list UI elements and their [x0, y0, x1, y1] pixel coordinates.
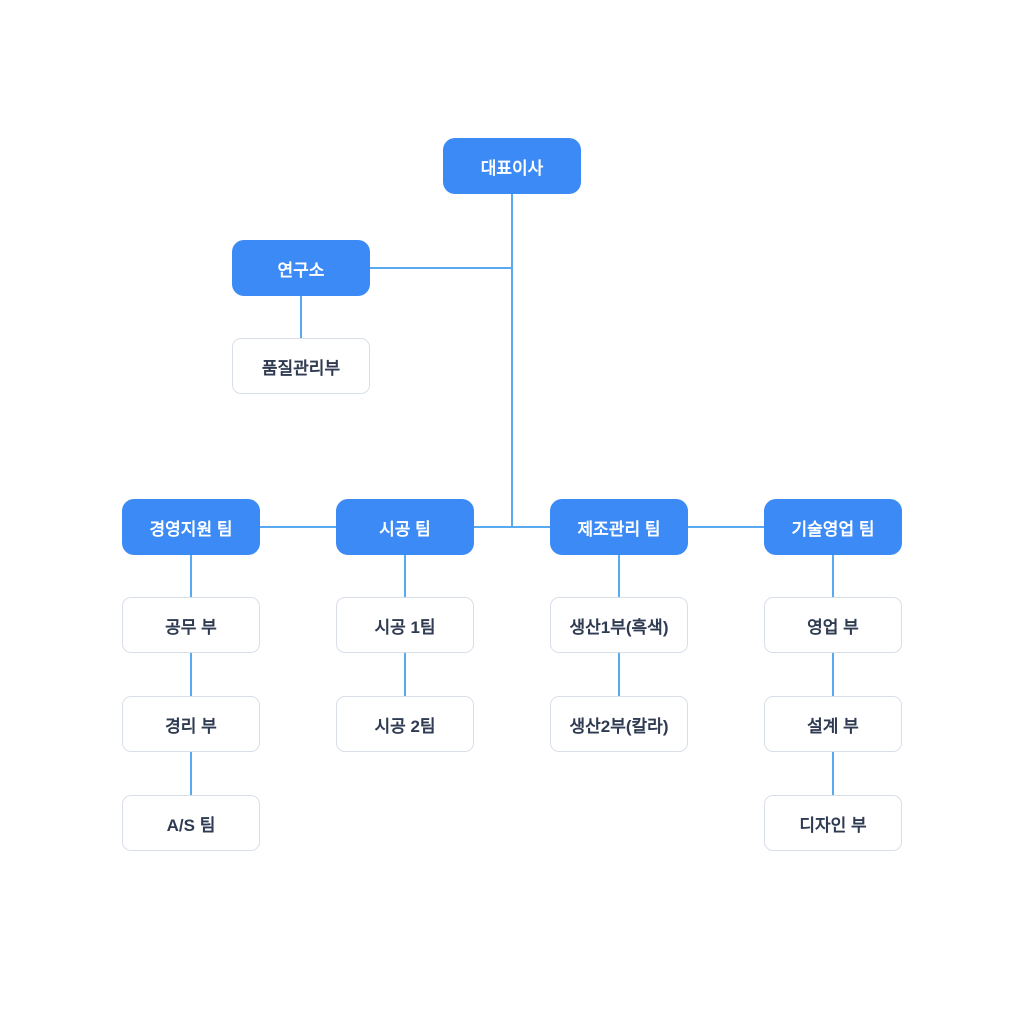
org-node-ceo: 대표이사 — [443, 138, 581, 194]
org-node-quality-control-dept: 품질관리부 — [232, 338, 370, 394]
org-node-sales-dept: 영업 부 — [764, 597, 902, 653]
org-node-research-lab: 연구소 — [232, 240, 370, 296]
org-node-production-dept-2-color: 생산2부(칼라) — [550, 696, 688, 752]
org-node-design-dept: 디자인 부 — [764, 795, 902, 851]
org-node-team-manufacturing: 제조관리 팀 — [550, 499, 688, 555]
org-node-as-team: A/S 팀 — [122, 795, 260, 851]
org-node-construction-team-1: 시공 1팀 — [336, 597, 474, 653]
org-node-team-management-support: 경영지원 팀 — [122, 499, 260, 555]
org-node-public-works-dept: 공무 부 — [122, 597, 260, 653]
org-node-production-dept-1-black: 생산1부(흑색) — [550, 597, 688, 653]
org-node-accounting-dept: 경리 부 — [122, 696, 260, 752]
org-node-team-technical-sales: 기술영업 팀 — [764, 499, 902, 555]
org-node-team-construction: 시공 팀 — [336, 499, 474, 555]
org-node-construction-team-2: 시공 2팀 — [336, 696, 474, 752]
org-node-engineering-dept: 설계 부 — [764, 696, 902, 752]
